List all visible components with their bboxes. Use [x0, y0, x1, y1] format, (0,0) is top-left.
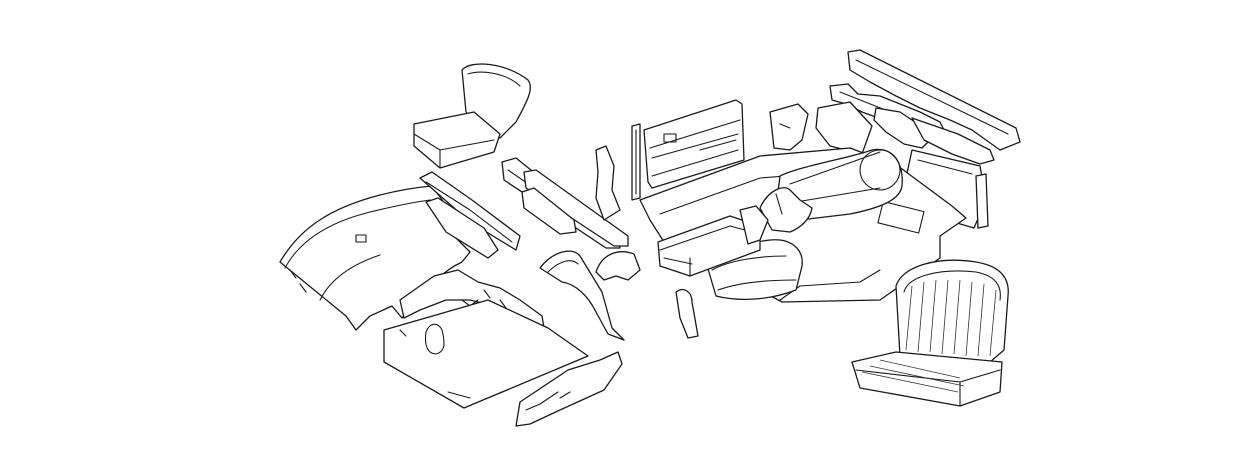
- handbrake-gaiter: [739, 187, 813, 245]
- b-pillar-trims: [501, 157, 629, 249]
- a-pillar-trims: [595, 123, 699, 339]
- boot-side-liner: [515, 351, 623, 427]
- front-seat: [851, 259, 1009, 407]
- dashboard-panels: [829, 49, 1021, 165]
- rear-seat: [413, 63, 531, 169]
- footwell-side-panel: [769, 101, 989, 229]
- rear-wheel-arch-covers: [539, 250, 641, 341]
- rear-parcel-shelf: [419, 171, 521, 259]
- door-card: [643, 99, 745, 189]
- boot-floor-mat: [383, 299, 589, 409]
